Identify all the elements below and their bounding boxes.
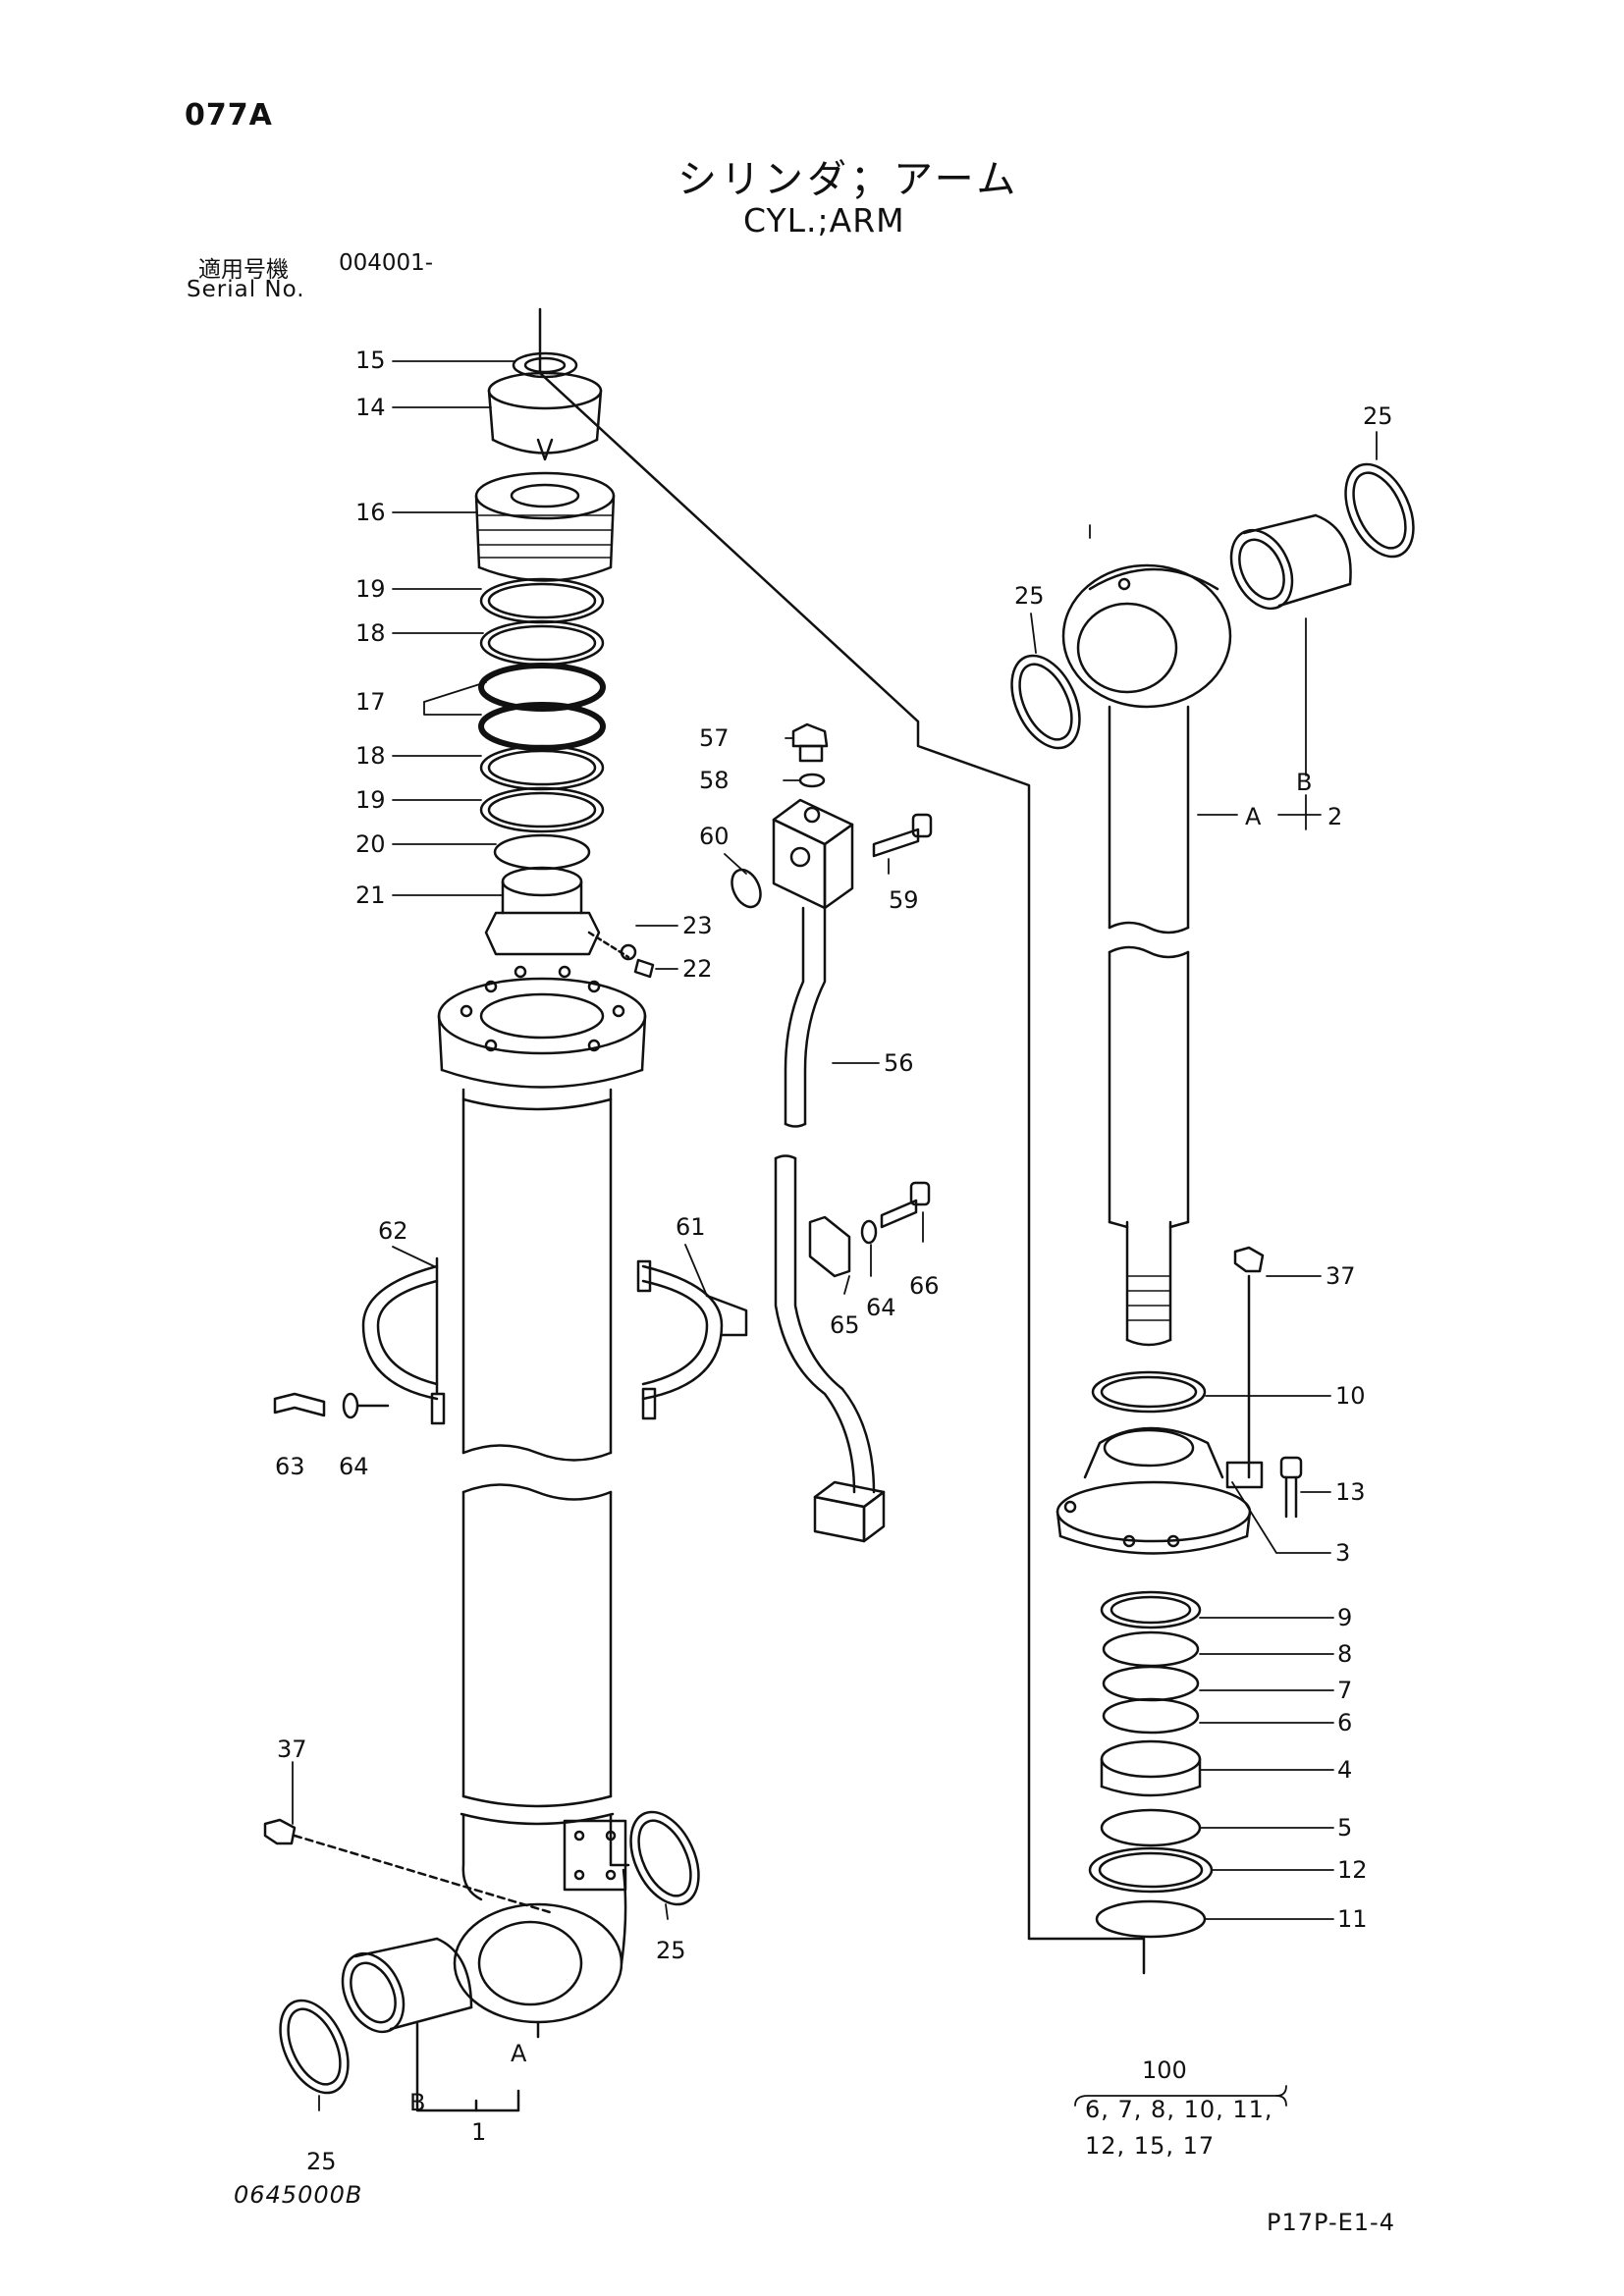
- part-label: 25: [1014, 582, 1045, 610]
- part-label: 64: [866, 1294, 896, 1321]
- plug-57-oring-58: [791, 722, 829, 788]
- title-english: CYL.;ARM: [743, 201, 905, 240]
- part-label: 15: [355, 347, 386, 374]
- part-label: B: [409, 2089, 425, 2116]
- serial-label-japanese: 適用号機: [198, 257, 289, 283]
- steel-ball-and-screw-22-23: [587, 931, 655, 979]
- cylinder-head-flange: [437, 965, 647, 1089]
- part-label: 60: [699, 823, 730, 850]
- seal-ring-25-right-upper: [1344, 462, 1415, 559]
- part-label: 22: [682, 955, 713, 983]
- pin-bushing-left: [341, 1937, 473, 2034]
- part-label: 13: [1335, 1478, 1366, 1506]
- seal-ring-25-left-upper: [629, 1810, 700, 1906]
- part-label: B: [1296, 769, 1312, 796]
- part-label: 7: [1337, 1677, 1352, 1704]
- piston-rod-lower: [1108, 945, 1190, 1347]
- seal-ring-25-right-left: [1010, 654, 1081, 750]
- cylinder-tube-upper: [461, 1088, 613, 1462]
- part-label: 4: [1337, 1756, 1352, 1784]
- part-label: 18: [355, 742, 386, 770]
- serial-number-value: 004001-: [339, 250, 434, 276]
- part-label: 63: [275, 1453, 305, 1480]
- grease-fitting-37-left: [263, 1818, 552, 1914]
- part-label: 25: [656, 1937, 686, 1964]
- part-label: 37: [1326, 1262, 1356, 1290]
- assembly-connector-line: [538, 307, 1146, 1975]
- pipe-flange-block: [813, 1480, 886, 1543]
- part-label: A: [511, 2040, 527, 2067]
- part-label: 25: [1363, 402, 1393, 430]
- part-label: 17: [355, 688, 386, 716]
- part-label: 59: [889, 886, 919, 914]
- part-label: 61: [676, 1213, 706, 1241]
- nut-part-21: [484, 866, 601, 956]
- part-label: 58: [699, 767, 730, 794]
- drawing-number: 0645000B: [234, 2181, 363, 2209]
- valve-block: [772, 798, 854, 910]
- cylinder-tube-lower: [460, 1483, 615, 1826]
- kit-items-line-1: 6, 7, 8, 10, 11,: [1085, 2096, 1273, 2123]
- rod-eye: [1061, 563, 1232, 709]
- part-label: 20: [355, 830, 386, 858]
- bushing-part-14: [487, 371, 603, 461]
- part-label: 2: [1327, 803, 1342, 830]
- part-label: 66: [909, 1272, 940, 1300]
- rod-cover-part-16: [474, 471, 616, 582]
- part-label: 21: [355, 881, 386, 909]
- part-label: 25: [306, 2148, 337, 2175]
- part-label: 9: [1337, 1604, 1352, 1631]
- piston-3: [1056, 1426, 1264, 1555]
- part-label: 19: [355, 786, 386, 814]
- clip-65-washer-64-bolt-66: [808, 1181, 931, 1278]
- pipe-56: [774, 906, 876, 1494]
- part-label: 56: [884, 1049, 914, 1077]
- part-label: 3: [1335, 1539, 1350, 1567]
- seal-ring-25-left-lower: [279, 1999, 350, 2095]
- socket-bolt-13: [1279, 1456, 1303, 1519]
- bolt-59: [872, 813, 933, 858]
- clamp-band-61: [636, 1259, 748, 1420]
- part-labels: 15 14 16 19 18 17 18 19 20 21 23 22 62 6…: [275, 347, 1393, 2175]
- part-label: 6: [1337, 1709, 1352, 1736]
- bolt-63-washer-64: [273, 1392, 390, 1419]
- pin-bushing-right: [1229, 513, 1352, 611]
- part-label: 57: [699, 724, 730, 752]
- part-label: 64: [339, 1453, 369, 1480]
- part-label: 5: [1337, 1814, 1352, 1842]
- part-label: 11: [1337, 1905, 1368, 1933]
- part-label: 12: [1337, 1856, 1368, 1884]
- leader-lines: [292, 360, 1378, 2111]
- part-label: 1: [471, 2118, 486, 2146]
- clamp-band-62: [361, 1256, 446, 1425]
- piston-seal-rings: [1088, 1590, 1214, 1939]
- part-label: 62: [378, 1217, 408, 1245]
- part-label: 23: [682, 912, 713, 939]
- serial-label-english: Serial No.: [187, 277, 305, 302]
- part-label: 10: [1335, 1382, 1366, 1410]
- part-label: 19: [355, 575, 386, 603]
- part-label: 14: [355, 394, 386, 421]
- part-label: 65: [830, 1311, 860, 1339]
- seal-ring-10: [1091, 1370, 1207, 1414]
- seal-rings-stack: [478, 577, 606, 871]
- oring-60: [731, 868, 762, 909]
- piston-rod-upper: [1108, 705, 1190, 934]
- reference-code: P17P-E1-4: [1267, 2209, 1395, 2236]
- grease-fitting-37-right: [1233, 1246, 1265, 1479]
- part-label: 37: [277, 1735, 307, 1763]
- part-label: A: [1245, 803, 1262, 830]
- part-label: 16: [355, 499, 386, 526]
- kit-items-line-2: 12, 15, 17: [1085, 2132, 1216, 2160]
- kit-number: 100: [1142, 2056, 1187, 2084]
- part-label: 18: [355, 619, 386, 647]
- page-code: 077A: [185, 98, 273, 133]
- part-label: 8: [1337, 1640, 1352, 1668]
- cylinder-bottom-end: [453, 1814, 630, 2039]
- title-japanese: シリンダ；アーム: [677, 157, 1020, 202]
- assembly-bracket-1: [415, 2022, 520, 2112]
